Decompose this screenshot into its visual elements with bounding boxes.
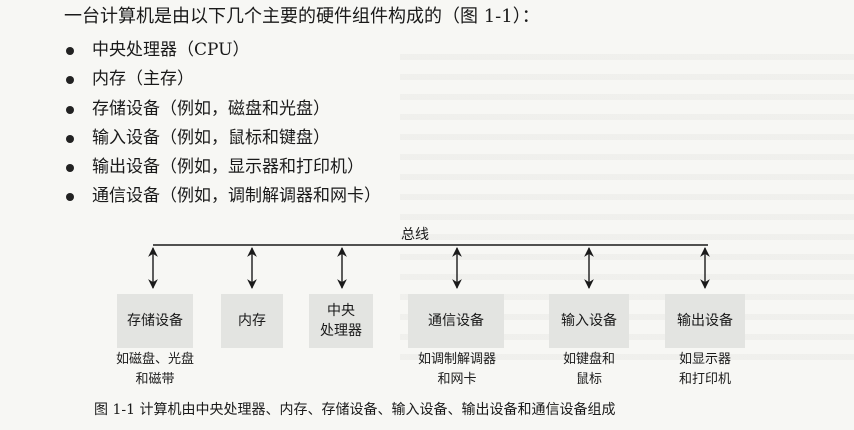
storage-device-box: 存储设备 [117,294,193,348]
output-device-description: 如显示器 和打印机 [678,352,731,387]
component-list: 中央处理器（CPU） 内存（主存） 存储设备（例如，磁盘和光盘） 输入设备（例如… [66,36,381,212]
storage-device-description: 如磁盘、光盘 和磁带 [115,352,194,387]
bullet-icon [66,134,74,143]
bullet-icon [66,164,74,173]
input-device-box: 输入设备 [549,294,629,348]
output-device-box: 输出设备 [665,294,745,348]
communication-device-description: 如调制解调器 和网卡 [417,352,496,387]
intro-paragraph: 一台计算机是由以下几个主要的硬件组件构成的（图 1-1）： [64,6,540,27]
list-item: 内存（主存） [66,65,381,94]
bus-label: 总线 [401,227,429,243]
list-item: 中央处理器（CPU） [66,36,381,65]
list-item: 输出设备（例如，显示器和打印机） [66,153,381,182]
input-device-description: 如键盘和 鼠标 [562,352,615,387]
bullet-icon [66,193,74,202]
bullet-icon [66,105,74,114]
bullet-icon [66,76,74,85]
communication-device-box: 通信设备 [408,294,504,348]
memory-box: 内存 [221,294,283,348]
list-item: 通信设备（例如，调制解调器和网卡） [66,182,381,211]
list-item: 存储设备（例如，磁盘和光盘） [66,95,381,124]
list-item: 输入设备（例如，鼠标和键盘） [66,124,381,153]
bullet-icon [66,47,74,55]
figure-caption: 图 1-1 计算机由中央处理器、内存、存储设备、输入设备、输出设备和通信设备组成 [94,402,616,418]
cpu-box: 中央 处理器 [309,294,373,348]
